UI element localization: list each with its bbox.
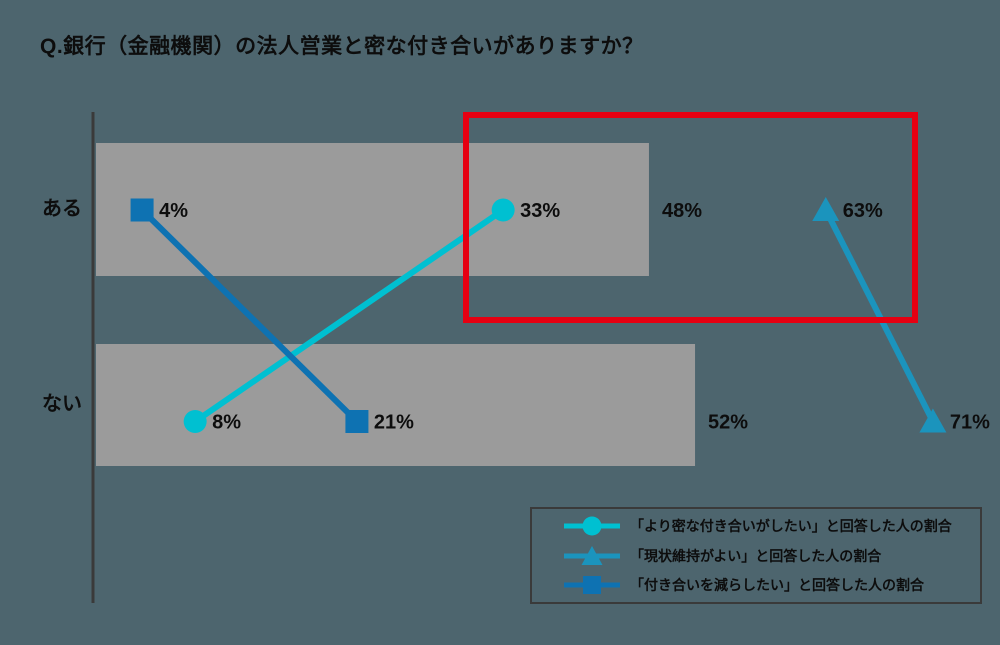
circle-marker: [183, 410, 207, 433]
circle-marker: [491, 198, 515, 222]
legend-item-label: 「より密な付き合いがしたい」と回答した人の割合: [630, 518, 952, 535]
data-point-label: 33%: [520, 200, 560, 222]
series-line: [139, 207, 360, 424]
legend: 「より密な付き合いがしたい」と回答した人の割合「現状維持がよい」と回答した人の割…: [530, 507, 982, 604]
circle-marker-icon: [564, 516, 620, 536]
category-label: ない: [42, 392, 82, 415]
data-point-label: 8%: [212, 412, 241, 434]
bar-value-label: 52%: [708, 412, 748, 434]
square-marker: [130, 198, 154, 222]
square-marker-icon: [564, 575, 620, 594]
triangle-marker-icon: [564, 545, 620, 565]
triangle-marker: [581, 545, 603, 565]
series-line: [193, 207, 505, 424]
data-point-label: 21%: [374, 412, 414, 434]
category-bar: [96, 344, 696, 466]
legend-item-label: 「付き合いを減らしたい」と回答した人の割合: [630, 576, 924, 593]
circle-marker: [582, 516, 602, 536]
y-axis-line: [91, 112, 95, 603]
legend-item: 「現状維持がよい」と回答した人の割合: [564, 544, 980, 568]
data-point-label: 71%: [950, 412, 990, 434]
bar-value-label: 48%: [662, 200, 702, 222]
triangle-marker: [812, 197, 840, 221]
legend-item-label: 「現状維持がよい」と回答した人の割合: [630, 547, 882, 564]
category-label: ある: [42, 197, 82, 220]
series-line: [823, 208, 936, 423]
legend-item: 「より密な付き合いがしたい」と回答した人の割合: [564, 514, 980, 538]
legend-item: 「付き合いを減らしたい」と回答した人の割合: [564, 573, 980, 597]
data-point-label: 4%: [159, 200, 188, 222]
data-point-label: 63%: [843, 200, 883, 222]
highlight-box: [463, 112, 918, 323]
square-marker: [345, 410, 369, 433]
square-marker: [583, 575, 601, 594]
chart-title: Q.銀行（金融機関）の法人営業と密な付き合いがありますか？: [40, 35, 644, 58]
triangle-marker: [919, 408, 947, 433]
